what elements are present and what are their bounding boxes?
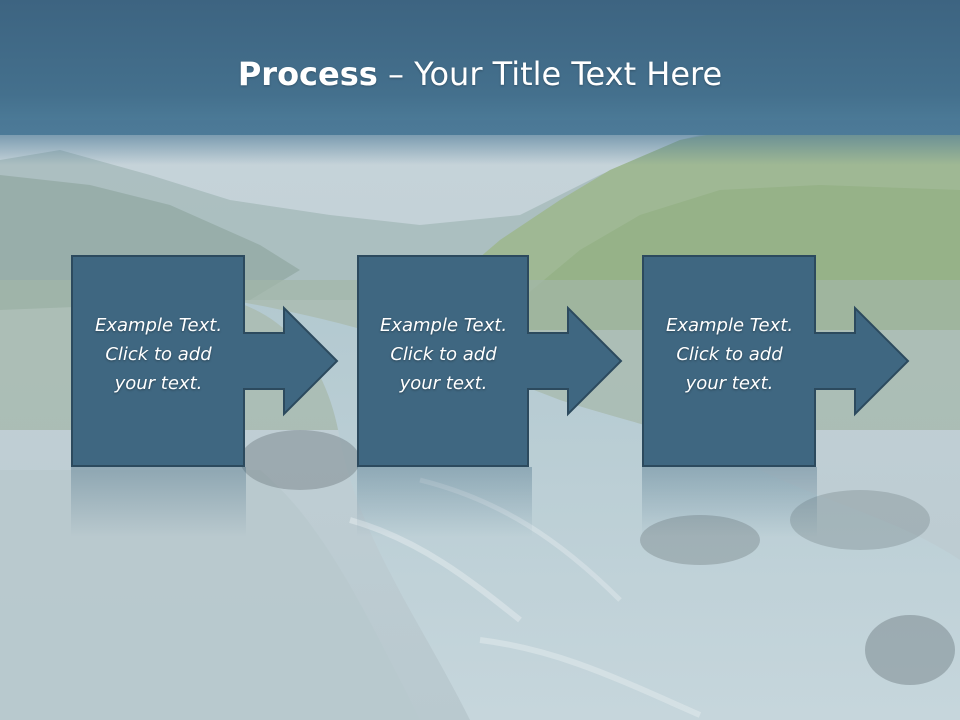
- process-step-3[interactable]: Example Text. Click to add your text.: [642, 255, 932, 537]
- title-rest-text: – Your Title Text Here: [377, 55, 723, 93]
- title-band: [0, 0, 960, 135]
- step-text-line: your text.: [114, 373, 203, 394]
- title-fade: [0, 120, 960, 165]
- step-text-line: Example Text.: [94, 315, 223, 336]
- step-text[interactable]: Example Text. Click to add your text.: [357, 311, 530, 398]
- step-reflection: [71, 467, 246, 537]
- step-arrow-shape: [357, 255, 623, 467]
- step-text-line: Example Text.: [665, 315, 794, 336]
- step-text[interactable]: Example Text. Click to add your text.: [642, 311, 817, 398]
- step-arrow-shape: [642, 255, 910, 467]
- step-reflection: [357, 467, 532, 537]
- step-text-line: Click to add: [390, 344, 497, 365]
- step-text[interactable]: Example Text. Click to add your text.: [71, 311, 246, 398]
- process-step-2[interactable]: Example Text. Click to add your text.: [357, 255, 647, 537]
- step-arrow-shape: [71, 255, 339, 467]
- slide-title[interactable]: Process – Your Title Text Here: [0, 52, 960, 96]
- title-bold-text: Process: [237, 55, 378, 93]
- step-text-line: Click to add: [105, 344, 212, 365]
- step-text-line: your text.: [685, 373, 774, 394]
- step-text-line: your text.: [399, 373, 488, 394]
- process-step-1[interactable]: Example Text. Click to add your text.: [71, 255, 361, 537]
- step-text-line: Click to add: [676, 344, 783, 365]
- step-reflection: [642, 467, 817, 537]
- step-text-line: Example Text.: [379, 315, 508, 336]
